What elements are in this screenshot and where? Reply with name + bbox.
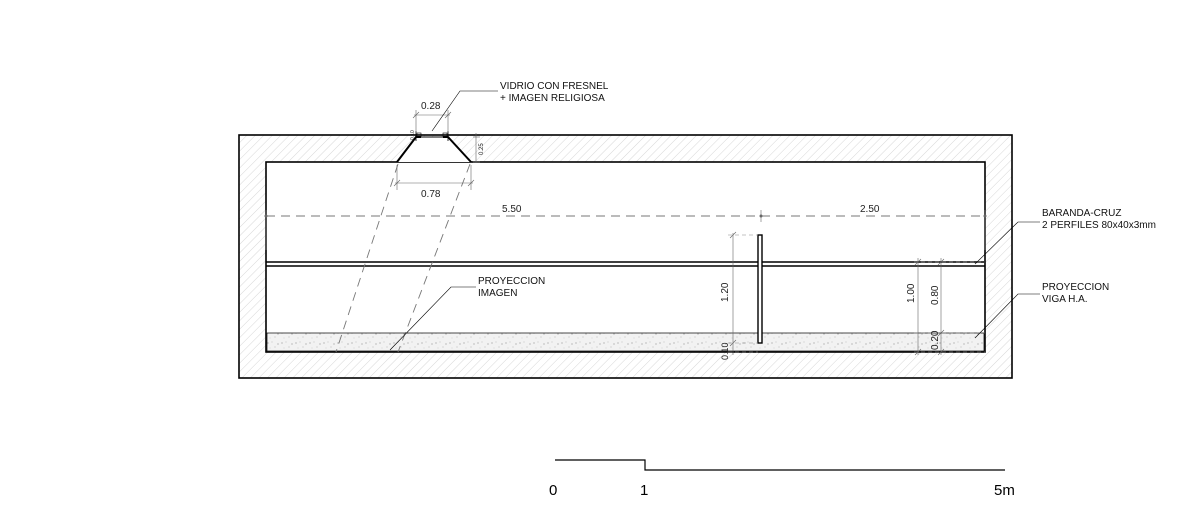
- leader-lines: [389, 90, 1040, 351]
- dim-bottom-width: 0.78: [421, 189, 441, 200]
- label-vidrio-1: VIDRIO CON FRESNEL: [500, 81, 609, 92]
- dim-top-width-line: [412, 110, 452, 132]
- dim-rail-height-2: 0.80: [930, 285, 941, 305]
- skylight-opening: [396, 131, 472, 163]
- label-baranda-1: BARANDA-CRUZ: [1042, 208, 1121, 219]
- dim-rail-height: 1.00: [906, 283, 917, 303]
- dim-beam-height: 0.20: [930, 330, 941, 350]
- dim-cross-height-line: [728, 231, 758, 355]
- dim-span-left: 5.50: [502, 204, 522, 215]
- dim-small-height-2: 0.10: [410, 130, 416, 140]
- scale-label-1: 1: [640, 482, 648, 499]
- image-projection-lines: [335, 163, 471, 353]
- label-proyeccion-imagen-1: PROYECCION: [478, 276, 545, 287]
- scale-label-0: 0: [549, 482, 557, 499]
- label-proyeccion-imagen-2: IMAGEN: [478, 288, 517, 299]
- cross-post: [757, 234, 763, 344]
- scale-bar: [555, 459, 1005, 471]
- label-proyeccion-viga-2: VIGA H.A.: [1042, 294, 1088, 305]
- label-vidrio-2: + IMAGEN RELIGIOSA: [500, 93, 605, 104]
- dim-cross-base: 0.10: [720, 342, 730, 360]
- dim-top-width: 0.28: [421, 101, 441, 112]
- beam-projection: [266, 332, 985, 352]
- scale-label-5m: 5m: [994, 482, 1015, 499]
- span-dimension-line: [264, 210, 987, 250]
- dim-small-height: 0.25: [479, 143, 485, 155]
- handrail: [266, 261, 985, 267]
- label-baranda-2: 2 PERFILES 80x40x3mm: [1042, 220, 1156, 231]
- dim-span-right: 2.50: [860, 204, 880, 215]
- dim-rail-heights-line: [914, 258, 985, 356]
- dim-small-height-line: [473, 133, 480, 163]
- dim-bottom-width-line: [393, 165, 475, 190]
- dim-cross-height: 1.20: [720, 282, 731, 302]
- label-proyeccion-viga-1: PROYECCION: [1042, 282, 1109, 293]
